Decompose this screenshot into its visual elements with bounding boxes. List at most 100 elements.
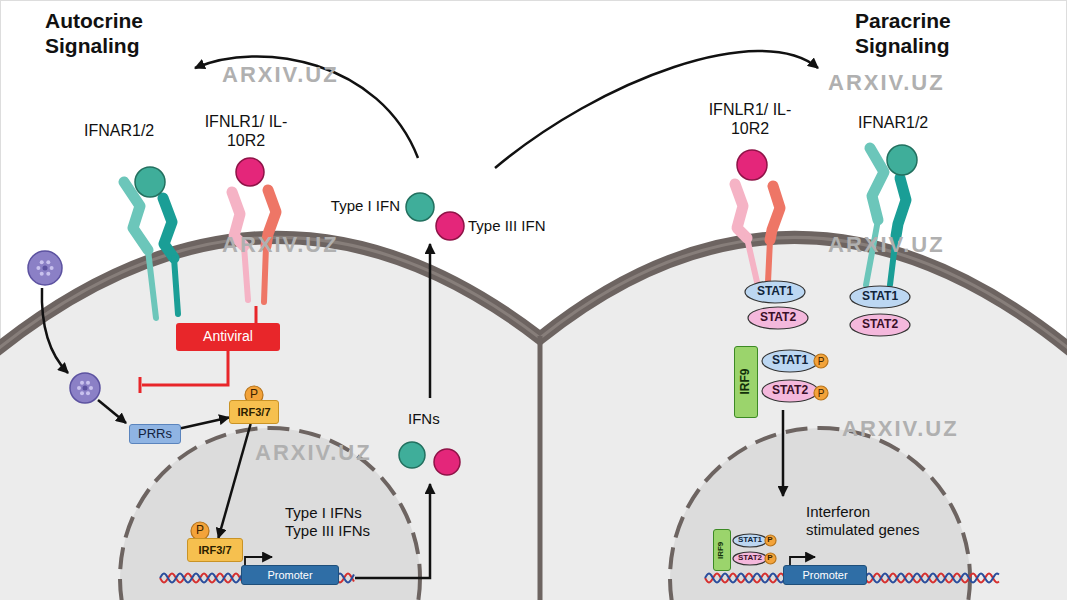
phosphate-circle-outline	[814, 354, 828, 368]
phosphate-circle-outline	[765, 535, 776, 546]
ligand-part	[135, 167, 165, 197]
receptor-label: IFNLR1/ IL-10R2	[203, 112, 289, 150]
arrow-part	[429, 244, 432, 398]
stat-ellipse: STAT2	[732, 551, 768, 566]
virus-part	[36, 266, 40, 270]
receptor-part	[735, 184, 747, 238]
ligand-part	[406, 193, 434, 221]
gene-label: Interferon stimulated genes	[806, 503, 941, 539]
gene-label: Type I IFNs Type III IFNs	[285, 504, 397, 540]
ligand	[135, 145, 917, 475]
phosphate-circle-outline	[765, 553, 776, 564]
phosphate-circle: P	[764, 534, 777, 547]
receptor-part	[770, 186, 780, 240]
receptor-part	[870, 148, 884, 220]
node-text: PRRs	[138, 427, 172, 441]
node-text: STAT1	[862, 290, 898, 303]
virus-part	[43, 266, 48, 271]
virus-part	[80, 391, 84, 395]
stat-ellipse-outline	[733, 534, 767, 547]
arrow-part	[782, 410, 785, 496]
stat-ellipse: STAT1	[849, 285, 911, 309]
node-text: P	[818, 356, 825, 367]
stat-ellipse-outline	[748, 307, 808, 329]
phosphate-circle: P	[764, 552, 777, 565]
node-text: IRF3/7	[237, 406, 270, 418]
virus-part	[50, 266, 54, 270]
receptor-part	[896, 178, 906, 236]
node-text: STAT2	[772, 384, 808, 397]
section-title: Paracrine Signaling	[855, 8, 975, 58]
virus-part	[80, 381, 84, 385]
signal-arrow	[218, 424, 250, 538]
virus-part	[86, 391, 90, 395]
receptor-box: PRRs	[129, 424, 181, 444]
stat-ellipse: STAT1	[761, 349, 819, 373]
virus-part	[89, 386, 93, 390]
node-text: P	[767, 536, 772, 545]
ligand-part	[434, 449, 460, 475]
arrow-part	[195, 56, 418, 158]
ligand-part	[737, 150, 767, 180]
stat-ellipse-outline	[762, 350, 818, 372]
watermark: ARXIV.UZ	[222, 62, 339, 88]
watermark: ARXIV.UZ	[255, 440, 372, 466]
stat-ellipse: STAT2	[849, 313, 911, 337]
receptor	[124, 148, 906, 318]
stat-ellipse: STAT1	[732, 533, 768, 548]
stat-ellipse-outline	[850, 314, 910, 336]
node-text: Promoter	[802, 569, 847, 581]
inhibition-line-part	[142, 351, 228, 385]
receptor-part	[747, 238, 757, 282]
virus-part	[77, 386, 81, 390]
nucleus	[120, 428, 970, 600]
arrow	[42, 51, 818, 578]
ligand-label: Type III IFN	[468, 217, 546, 235]
transcription-factor-box: IRF3/7	[229, 400, 279, 424]
inhibition-line-part	[255, 306, 258, 323]
virus-part	[86, 381, 90, 385]
receptor-label: IFNAR1/2	[858, 113, 928, 132]
receptor-part	[174, 258, 178, 314]
arrow-part	[98, 400, 126, 423]
receptor-part	[768, 240, 770, 282]
virus-part	[46, 272, 50, 276]
virus-part	[40, 272, 44, 276]
watermark: ARXIV.UZ	[828, 232, 945, 258]
irf9-box: IRF9	[713, 529, 732, 571]
receptor-label: IFNAR1/2	[84, 121, 154, 140]
ligand-part	[436, 212, 464, 240]
node-text: Promoter	[267, 569, 312, 581]
stat-ellipse-outline	[733, 552, 767, 565]
node-text: STAT2	[862, 318, 898, 331]
ligand-part	[236, 158, 264, 186]
ligand-label: IFNs	[408, 410, 440, 428]
promoter-box: Promoter	[241, 565, 339, 585]
node-text: STAT1	[738, 536, 762, 545]
arrow-part	[42, 288, 68, 373]
signal-arrow	[181, 418, 229, 429]
stat-ellipse-outline	[850, 286, 910, 308]
receptor-part	[148, 250, 156, 318]
irf9-box: IRF9	[734, 346, 757, 418]
node-text: IRF3/7	[198, 544, 231, 556]
virus	[28, 251, 100, 403]
transcription-factor-box: IRF3/7	[187, 538, 243, 562]
virus-part	[83, 386, 88, 391]
ligand-part	[887, 145, 917, 175]
nucleus-part	[120, 428, 420, 600]
node-text: IRF9	[718, 541, 727, 558]
node-text: STAT1	[772, 354, 808, 367]
ligand-part	[399, 442, 425, 468]
node-text: Antiviral	[203, 329, 253, 344]
ligand-label: Type I IFN	[296, 197, 400, 215]
section-title: Autocrine Signaling	[45, 8, 165, 58]
stat-ellipse-outline	[745, 281, 805, 303]
node-text: STAT2	[738, 554, 762, 563]
stat-ellipse: STAT2	[747, 306, 809, 330]
node-text: STAT1	[757, 285, 793, 298]
node-text: P	[767, 554, 772, 563]
node-text: P	[818, 388, 825, 399]
virus-part	[40, 260, 44, 264]
